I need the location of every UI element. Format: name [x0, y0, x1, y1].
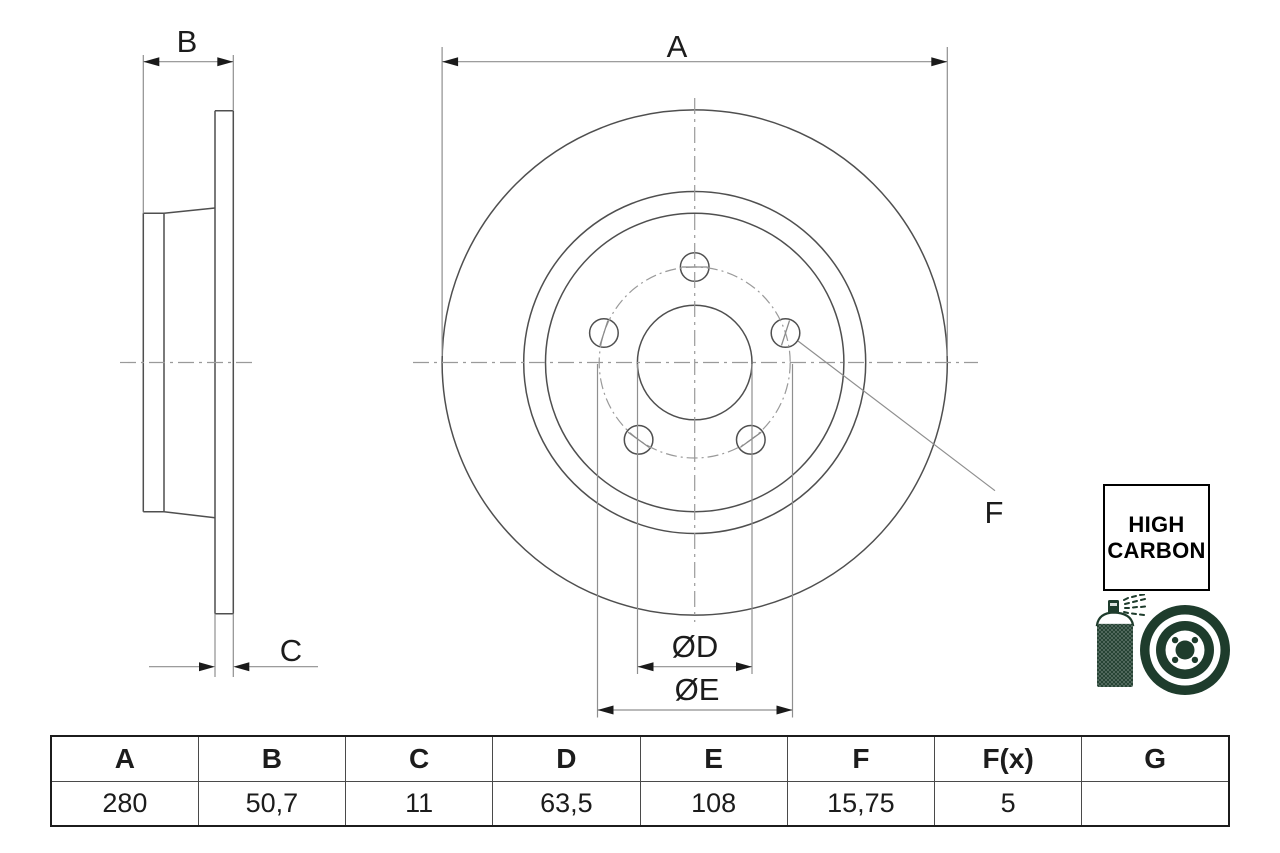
- spec-value-cell: [1081, 781, 1230, 827]
- bolt-hole-center-marks: [599, 266, 791, 448]
- dim-c-extensions: [214, 613, 234, 677]
- dim-label-diameter-e: ØE: [675, 672, 720, 707]
- spec-header-cell: C: [344, 735, 494, 782]
- spec-value-cell: 280: [50, 781, 199, 827]
- badge-line-1: HIGH: [1128, 511, 1185, 537]
- dim-f-leader: [797, 340, 996, 492]
- spec-header-cell: D: [492, 735, 641, 782]
- spray-coating-icon: [1095, 594, 1230, 695]
- bolt-hole: [735, 424, 766, 455]
- dim-label-c: C: [280, 633, 302, 668]
- spec-table: A B C D E F F(x) G 280 50,7 11 63,5 108 …: [50, 735, 1230, 827]
- disc-hub: [1175, 640, 1195, 660]
- high-carbon-badge: HIGH CARBON: [1103, 484, 1210, 591]
- spray-mist: [1123, 594, 1146, 616]
- spec-value-cell: 50,7: [197, 781, 347, 827]
- spec-header-cell: F(x): [933, 735, 1083, 782]
- spec-table-header-row: A B C D E F F(x) G: [50, 735, 1230, 782]
- spec-header-cell: E: [639, 735, 788, 782]
- dim-label-a: A: [667, 29, 688, 64]
- spec-value-cell: 63,5: [492, 781, 641, 827]
- disc-plate-outline: [214, 109, 235, 615]
- dim-e-extensions: [596, 364, 794, 718]
- spec-header-cell: A: [50, 735, 199, 782]
- dim-b-extensions: [142, 55, 234, 214]
- badge-line-2: CARBON: [1107, 537, 1206, 563]
- coated-brake-disc-icon: [1140, 605, 1230, 695]
- dimension-lines: [142, 47, 996, 718]
- front-view-centerlines: [413, 98, 978, 622]
- dim-label-b: B: [177, 24, 198, 59]
- spec-header-cell: G: [1081, 735, 1230, 782]
- spec-header-cell: B: [197, 735, 347, 782]
- spec-value-cell: 5: [933, 781, 1083, 827]
- spec-value-cell: 15,75: [786, 781, 936, 827]
- spec-header-cell: F: [786, 735, 936, 782]
- spec-value-cell: 11: [344, 781, 494, 827]
- bolt-hole: [588, 317, 619, 349]
- bolt-hole: [623, 424, 654, 455]
- dim-d-extensions: [636, 364, 753, 674]
- dim-a-extensions: [441, 47, 948, 356]
- dim-label-diameter-d: ØD: [672, 629, 719, 664]
- spec-value-cell: 108: [639, 781, 788, 827]
- spec-table-value-row: 280 50,7 11 63,5 108 15,75 5: [50, 781, 1230, 827]
- dim-label-f: F: [985, 495, 1004, 530]
- bolt-hole: [770, 317, 801, 349]
- spray-can-icon: [1095, 600, 1135, 687]
- dimension-arrowheads: [143, 57, 948, 715]
- technical-drawing: A B C ØD ØE F: [120, 24, 1004, 718]
